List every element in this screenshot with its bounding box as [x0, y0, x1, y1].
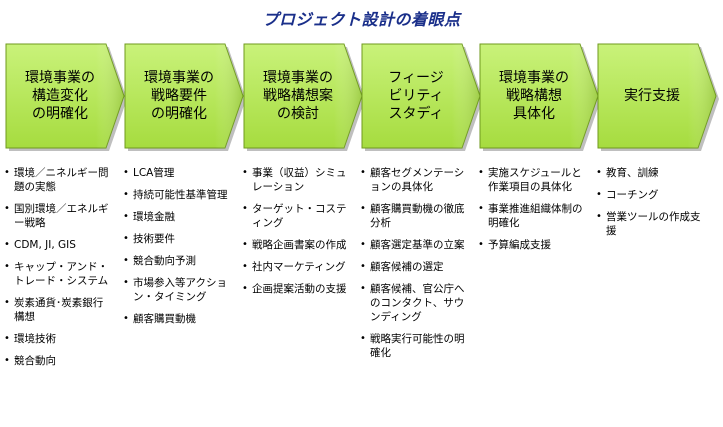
stage-item: ターゲット・コスティング: [242, 202, 350, 230]
stage-label-line: ビリティ: [388, 88, 444, 104]
process-chevrons: [5, 43, 719, 151]
stage-label-line: の明確化: [151, 106, 207, 122]
stage-item: 環境／ニネルギー問題の実態: [4, 166, 112, 194]
stage-item: 顧客選定基準の立案: [360, 238, 468, 252]
stage-item: 戦略企画書案の作成: [242, 238, 350, 252]
chevron-tip-shade: [570, 44, 598, 148]
stage-label-2: 環境事業の戦略要件の明確化: [129, 64, 229, 128]
stage-item: 事業推進組織体制の明確化: [478, 202, 586, 230]
stage-item: 実施スケジュールと作業項目の具体化: [478, 166, 586, 194]
stage-label-line: 環境事業の: [499, 70, 569, 86]
stage-column-3: 事業（収益）シミュレーションターゲット・コスティング戦略企画書案の作成社内マーケ…: [242, 166, 350, 304]
stage-items: LCA管理持続可能性基準管理環境金融技術要件競合動向予測市場参入等アクション・タ…: [123, 166, 231, 326]
stage-item: CDM, JI, GIS: [4, 238, 112, 252]
stage-label-line: 環境事業の: [263, 70, 333, 86]
stage-item: 持続可能性基準管理: [123, 188, 231, 202]
stage-item: 技術要件: [123, 232, 231, 246]
stage-item: 炭素通貨･炭素銀行構想: [4, 296, 112, 324]
stage-item: 顧客セグメンテーションの具体化: [360, 166, 468, 194]
chevron-tip-shade: [215, 44, 243, 148]
stage-column-6: 教育、訓練コーチング営業ツールの作成支援: [596, 166, 704, 246]
stage-item: 競合動向予測: [123, 254, 231, 268]
stage-column-4: 顧客セグメンテーションの具体化顧客購買動機の徹底分析顧客選定基準の立案顧客候補の…: [360, 166, 468, 368]
stage-item: 戦略実行可能性の明確化: [360, 332, 468, 360]
stage-label-line: 環境事業の: [25, 70, 95, 86]
chevron-tip-shade: [96, 44, 124, 148]
stage-items: 教育、訓練コーチング営業ツールの作成支援: [596, 166, 704, 238]
stage-column-2: LCA管理持続可能性基準管理環境金融技術要件競合動向予測市場参入等アクション・タ…: [123, 166, 231, 334]
stage-label-line: 戦略構想案: [263, 88, 333, 104]
stage-item: 市場参入等アクション・タイミング: [123, 276, 231, 304]
stage-label-line: 具体化: [513, 106, 555, 122]
stage-item: 予算編成支援: [478, 238, 586, 252]
stage-label-line: 戦略構想: [506, 88, 562, 104]
stage-label-line: 環境事業の: [144, 70, 214, 86]
chevron-tip-shade: [334, 44, 362, 148]
stage-items: 環境／ニネルギー問題の実態国別環境／エネルギー戦略 CDM, JI, GIS キャッ…: [4, 166, 112, 368]
stage-label-line: 実行支援: [624, 88, 680, 104]
stage-item: 環境技術: [4, 332, 112, 346]
stage-item: 事業（収益）シミュレーション: [242, 166, 350, 194]
stage-item: 顧客候補、官公庁へのコンタクト、サウンディング: [360, 282, 468, 324]
stage-item: 国別環境／エネルギー戦略: [4, 202, 112, 230]
stage-item: 顧客候補の選定: [360, 260, 468, 274]
stage-item: 営業ツールの作成支援: [596, 210, 704, 238]
stage-label-line: の明確化: [32, 106, 88, 122]
stage-item: コーチング: [596, 188, 704, 202]
chevron-tip-shade: [452, 44, 480, 148]
stage-items: 顧客セグメンテーションの具体化顧客購買動機の徹底分析顧客選定基準の立案顧客候補の…: [360, 166, 468, 360]
stage-item: LCA管理: [123, 166, 231, 180]
stage-label-3: 環境事業の戦略構想案の検討: [248, 64, 348, 128]
stage-item: 企画提案活動の支援: [242, 282, 350, 296]
stage-label-line: 構造変化: [32, 88, 88, 104]
stage-items: 事業（収益）シミュレーションターゲット・コスティング戦略企画書案の作成社内マーケ…: [242, 166, 350, 296]
stage-label-line: 戦略要件: [151, 88, 207, 104]
stage-item: 競合動向: [4, 354, 112, 368]
stage-column-5: 実施スケジュールと作業項目の具体化事業推進組織体制の明確化予算編成支援: [478, 166, 586, 260]
stage-item: 顧客購買動機: [123, 312, 231, 326]
stage-label-line: の検討: [277, 106, 319, 122]
stage-item: 顧客購買動機の徹底分析: [360, 202, 468, 230]
stage-item: キャップ・アンド・トレード・システム: [4, 260, 112, 288]
stage-label-1: 環境事業の構造変化の明確化: [10, 64, 110, 128]
stage-label-line: フィージ: [388, 70, 444, 86]
stage-label-line: スタディ: [388, 106, 444, 122]
stage-item: 社内マーケティング: [242, 260, 350, 274]
stage-column-1: 環境／ニネルギー問題の実態国別環境／エネルギー戦略 CDM, JI, GIS キャッ…: [4, 166, 112, 376]
stage-label-5: 環境事業の戦略構想具体化: [484, 64, 584, 128]
diagram-title: プロジェクト設計の着眼点: [262, 10, 461, 29]
stage-label-6: 実行支援: [602, 64, 702, 128]
stage-item: 教育、訓練: [596, 166, 704, 180]
stage-item: 環境金融: [123, 210, 231, 224]
chevron-tip-shade: [688, 44, 716, 148]
stage-items: 実施スケジュールと作業項目の具体化事業推進組織体制の明確化予算編成支援: [478, 166, 586, 252]
stage-label-4: フィージビリティスタディ: [366, 64, 466, 128]
